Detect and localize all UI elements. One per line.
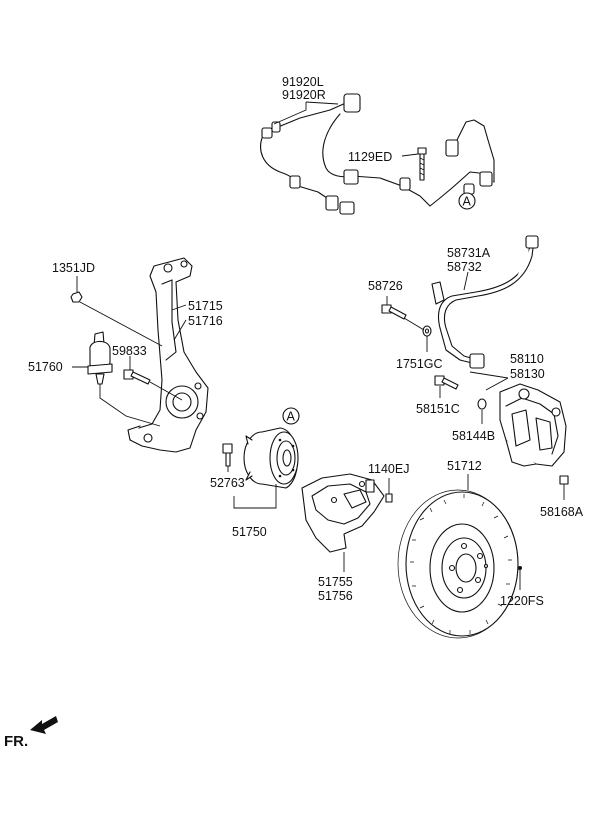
- part-label-58731a: 58731A: [447, 246, 491, 260]
- screw-1140ej: [385, 493, 393, 503]
- leader-1751gc: [403, 317, 428, 352]
- part-label-51755: 51755: [318, 575, 353, 589]
- part-label-52763: 52763: [210, 476, 245, 490]
- leader-51715: [171, 304, 187, 341]
- callout-a-top: A: [458, 192, 476, 210]
- part-label-51715: 51715: [188, 299, 223, 313]
- washer-1751gc: [422, 325, 432, 337]
- hub-bearing: [243, 427, 299, 489]
- part-label-91920l: 91920L: [282, 75, 324, 89]
- bolt-58726: [381, 304, 407, 320]
- part-label-51716: 51716: [188, 314, 223, 328]
- part-label-1220fs: 1220FS: [500, 594, 544, 608]
- front-arrow-icon: [30, 716, 58, 734]
- part-label-58130: 58130: [510, 367, 545, 381]
- harness-leaders: [273, 101, 419, 157]
- leader-51760: [72, 366, 161, 427]
- brake-disc: [397, 489, 519, 639]
- wheel-speed-sensor-harness: [260, 93, 495, 215]
- svg-text:A: A: [287, 410, 296, 424]
- leader-58110: [469, 371, 509, 391]
- part-label-51712: 51712: [447, 459, 482, 473]
- part-label-51756: 51756: [318, 589, 353, 603]
- svg-text:A: A: [463, 195, 472, 209]
- part-label-58168a: 58168A: [540, 505, 584, 519]
- part-label-1351jd: 1351JD: [52, 261, 95, 275]
- part-label-1751gc: 1751GC: [396, 357, 443, 371]
- part-label-58732: 58732: [447, 260, 482, 274]
- steering-knuckle: [127, 257, 209, 453]
- brake-hose: [431, 235, 539, 369]
- leader-59833: [129, 356, 183, 401]
- hose-leader: [463, 271, 469, 291]
- callout-a-hub: A: [282, 407, 300, 425]
- nut-1351jd: [70, 291, 83, 303]
- part-label-58151c: 58151C: [416, 402, 460, 416]
- dust-shield: [301, 473, 385, 553]
- part-label-1140ej: 1140EJ: [368, 462, 409, 476]
- part-label-51760: 51760: [28, 360, 63, 374]
- ball-joint-51760: [87, 331, 113, 385]
- part-label-58726: 58726: [368, 279, 403, 293]
- leader-1351jd: [76, 276, 163, 347]
- bracket-51750: [233, 484, 277, 509]
- part-label-1129ed: 1129ED: [348, 150, 392, 164]
- part-label-51750: 51750: [232, 525, 267, 539]
- part-label-58144b: 58144B: [452, 429, 495, 443]
- bolt-52763: [222, 443, 233, 467]
- part-label-91920r: 91920R: [282, 88, 326, 102]
- washer-58144b: [477, 398, 487, 410]
- part-label-58110: 58110: [510, 352, 544, 366]
- svg-text:FR.: FR.: [4, 733, 28, 750]
- screw-1220fs: [518, 566, 522, 570]
- front-direction-indicator: FR.: [4, 716, 58, 750]
- bolt-58151c: [434, 375, 459, 390]
- bolt-59833: [123, 369, 151, 385]
- bolt-58168a: [559, 475, 569, 485]
- part-label-59833: 59833: [112, 344, 147, 358]
- brake-caliper: [499, 383, 567, 467]
